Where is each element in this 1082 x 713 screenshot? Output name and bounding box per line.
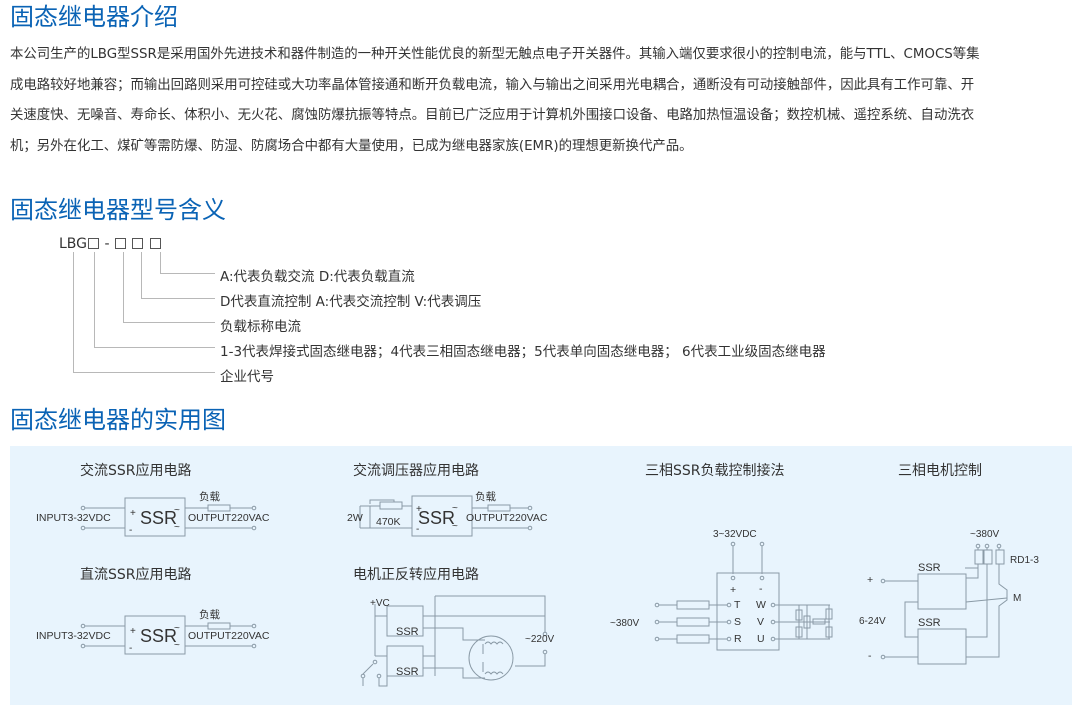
motor-reverse-vc-label: +VC (370, 598, 390, 609)
three-phase-motor-circuit (880, 543, 1008, 665)
model-label-load-type: A:代表负载交流 D:代表负载直流 (220, 269, 415, 285)
model-code-dash: - (104, 236, 110, 252)
motor-reverse-ac-label: ~220V (525, 634, 555, 645)
intro-line: 机；另外在化工、煤矿等需防爆、防湿、防腐场合中都有大量使用，已成为继电器家族(E… (10, 138, 693, 154)
ac-regulator-output-label: OUTPUT220VAC (466, 512, 548, 524)
ac-ssr-input-label: INPUT3-32VDC (36, 512, 111, 524)
minus-terminal: - (416, 524, 420, 535)
model-label-rated-current: 负载标称电流 (220, 319, 301, 335)
diagram-panel: 交流SSR应用电路 INPUT3-32VDC + - SSR ~ ~ 负载 OU… (10, 446, 1072, 705)
motor-reverse-ssr2-label: SSR (396, 666, 419, 678)
ac-regulator-load-label: 负载 (475, 491, 496, 503)
ac-regulator-ssr-label: SSR (418, 508, 456, 528)
three-phase-motor-voltage-label: 6-24V (859, 616, 886, 627)
tilde-terminal: ~ (452, 521, 458, 532)
tilde-terminal: ~ (174, 623, 180, 634)
code-box-series (88, 238, 100, 249)
section-title-intro: 固态继电器介绍 (10, 3, 178, 31)
connector-line (160, 252, 161, 273)
three-phase-motor-minus: - (868, 650, 872, 662)
plus-terminal: + (416, 504, 422, 515)
code-box-current (114, 238, 126, 249)
three-phase-motor-fuse-label: RD1-3 (1010, 555, 1039, 566)
connector-line (141, 252, 142, 298)
terminal-u: U (757, 633, 765, 645)
connector-line (160, 273, 215, 274)
connector-line (141, 298, 215, 299)
three-phase-motor-title: 三相电机控制 (898, 463, 982, 479)
terminal-t: T (734, 599, 741, 611)
three-phase-motor-ssr1-label: SSR (918, 562, 941, 574)
intro-line: 成电路较好地兼容；而输出回路则采用可控硅或大功率晶体管接通和断开负载电流，输入与… (10, 77, 975, 93)
ac-regulator-circuit (359, 495, 533, 537)
motor-reverse-circuit (360, 595, 548, 687)
ac-regulator-power-label: 2W (347, 512, 363, 524)
model-label-series: 1-3代表焊接式固态继电器；4代表三相固态继电器；5代表单向固态继电器； 6代表… (220, 344, 826, 360)
terminal-w: W (756, 599, 766, 611)
three-phase-load-title: 三相SSR负载控制接法 (645, 463, 785, 479)
motor-reverse-title: 电机正反转应用电路 (353, 567, 479, 583)
dc-ssr-circuit (80, 615, 257, 655)
connector-line (73, 372, 215, 373)
intro-line: 本公司生产的LBG型SSR是采用国外先进技术和器件制造的一种开关性能优良的新型无… (10, 47, 980, 62)
tilde-terminal: ~ (174, 522, 180, 533)
minus-terminal: - (129, 525, 133, 536)
plus-terminal: + (130, 508, 136, 519)
dc-ssr-output-label: OUTPUT220VAC (188, 630, 270, 642)
model-code-prefix: LBG (59, 236, 88, 252)
section-title-diagrams: 固态继电器的实用图 (10, 406, 226, 434)
ac-regulator-resistor-label: 470K (376, 516, 401, 528)
ac-ssr-load-label: 负载 (199, 491, 220, 503)
three-phase-load-ac-label: ~380V (610, 618, 640, 629)
tilde-terminal: ~ (452, 503, 458, 514)
model-code-diagram: LBG - A:代表负载交流 D:代表负载直流 D代表直流控制 A:代表交流控制… (0, 230, 1082, 390)
model-label-company-code: 企业代号 (220, 369, 274, 385)
three-phase-motor-plus: + (867, 574, 874, 586)
dc-ssr-input-label: INPUT3-32VDC (36, 630, 111, 642)
ac-ssr-circuit (80, 497, 257, 537)
connector-line (73, 252, 74, 372)
model-label-control-type: D代表直流控制 A:代表交流控制 V:代表调压 (220, 294, 482, 310)
motor-reverse-ssr1-label: SSR (396, 626, 419, 638)
code-box-load (149, 238, 161, 249)
three-phase-load-minus: - (759, 583, 763, 595)
minus-terminal: - (129, 643, 133, 654)
intro-line: 关速度快、无噪音、寿命长、体积小、无火花、腐蚀防爆抗振等特点。目前已广泛应用于计… (10, 108, 975, 123)
three-phase-load-dc-label: 3~32VDC (713, 529, 757, 540)
terminal-r: R (734, 633, 742, 645)
ac-regulator-title: 交流调压器应用电路 (353, 463, 479, 479)
tilde-terminal: ~ (174, 640, 180, 651)
ac-ssr-title: 交流SSR应用电路 (80, 463, 192, 479)
intro-paragraph: 本公司生产的LBG型SSR是采用国外先进技术和器件制造的一种开关性能优良的新型无… (10, 40, 1074, 162)
tilde-terminal: ~ (174, 505, 180, 516)
three-phase-motor-ac-label: ~380V (970, 529, 1000, 540)
dc-ssr-title: 直流SSR应用电路 (80, 567, 192, 583)
dc-ssr-load-label: 负载 (199, 609, 220, 621)
connector-line (123, 322, 215, 323)
three-phase-load-plus: + (730, 584, 737, 596)
terminal-s: S (734, 616, 742, 628)
dc-ssr-ssr-label: SSR (140, 626, 178, 646)
connector-line (94, 252, 95, 347)
three-phase-load-circuit (654, 541, 833, 651)
three-phase-motor-m-label: M (1013, 593, 1022, 604)
model-code: LBG - (59, 236, 162, 252)
code-box-control (132, 238, 144, 249)
three-phase-motor-ssr2-label: SSR (918, 617, 941, 629)
connector-line (94, 347, 215, 348)
connector-line (123, 252, 124, 322)
ac-ssr-ssr-label: SSR (140, 508, 178, 528)
plus-terminal: + (130, 626, 136, 637)
terminal-v: V (757, 616, 765, 628)
ac-ssr-output-label: OUTPUT220VAC (188, 512, 270, 524)
section-title-model: 固态继电器型号含义 (10, 196, 226, 224)
